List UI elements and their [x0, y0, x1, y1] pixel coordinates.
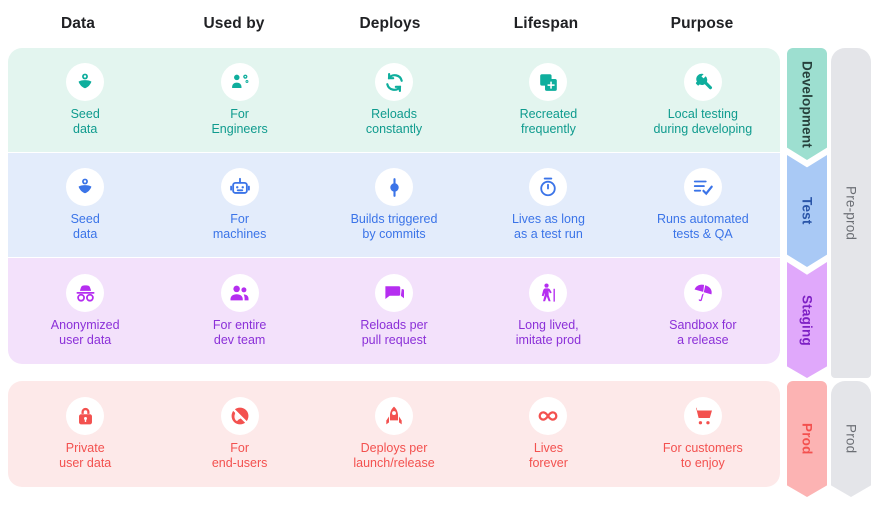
- engineer-gears-icon: [220, 63, 259, 101]
- stage-arrow-label: Test: [799, 197, 815, 225]
- robot-icon: [220, 168, 259, 206]
- add-copy-icon: [529, 63, 568, 101]
- cell-development-data: Seed data: [8, 63, 162, 137]
- cell-label: Reloads per pull request: [360, 318, 428, 347]
- seed-flower-icon: [66, 63, 105, 101]
- cell-label: Lives forever: [528, 441, 568, 470]
- cell-label: Seed data: [70, 107, 100, 136]
- group-arrow-prod: Prod: [831, 381, 871, 497]
- column-header-data: Data: [61, 15, 95, 32]
- cell-label: Long lived, imitate prod: [515, 318, 582, 347]
- stage-arrow-development: Development: [787, 48, 827, 160]
- cell-label: For machines: [212, 212, 267, 241]
- cell-test-deploys: Builds triggered by commits: [317, 168, 471, 242]
- elderly-person-icon: [529, 274, 568, 312]
- cell-test-purpose: Runs automated tests & QA: [626, 168, 780, 242]
- cell-staging-data: Anonymized user data: [8, 274, 162, 348]
- cell-development-deploys: Reloads constantly: [317, 63, 471, 137]
- cell-label: Reloads constantly: [365, 107, 423, 136]
- cell-development-used-by: For Engineers: [162, 63, 316, 137]
- cell-label: Local testing during developing: [653, 107, 753, 136]
- lock-icon: [66, 397, 105, 435]
- cell-label: Private user data: [59, 441, 112, 470]
- commit-node-icon: [375, 168, 414, 206]
- column-header-lifespan: Lifespan: [513, 15, 579, 32]
- environment-row-staging: Anonymized user data For entire dev team: [8, 258, 780, 364]
- chat-bubbles-icon: [375, 274, 414, 312]
- cell-label: Builds triggered by commits: [350, 212, 438, 241]
- cell-prod-data: Private user data: [8, 397, 162, 471]
- cell-prod-used-by: For end-users: [162, 397, 316, 471]
- cell-development-purpose: Local testing during developing: [626, 63, 780, 137]
- wrench-icon: [683, 63, 722, 101]
- stage-arrow-label: Prod: [799, 423, 815, 455]
- refresh-loop-icon: [375, 63, 414, 101]
- column-header-deploys: Deploys: [359, 15, 421, 32]
- cell-label: Sandbox for a release: [669, 318, 737, 347]
- environment-row-prod: Private user data For end-users: [8, 381, 780, 487]
- cell-staging-lifespan: Long lived, imitate prod: [471, 274, 625, 348]
- cell-test-lifespan: Lives as long as a test run: [471, 168, 625, 242]
- column-header-row: Data Used by Deploys Lifespan Purpose: [0, 0, 780, 48]
- column-header-used-by: Used by: [203, 15, 265, 32]
- cell-label: Deploys per launch/release: [353, 441, 435, 470]
- cell-label: Seed data: [70, 212, 100, 241]
- cell-label: For end-users: [211, 441, 268, 470]
- checklist-icon: [683, 168, 722, 206]
- cell-test-data: Seed data: [8, 168, 162, 242]
- stage-arrow-label: Development: [799, 60, 815, 148]
- cell-development-lifespan: Recreated frequently: [471, 63, 625, 137]
- cell-label: Runs automated tests & QA: [656, 212, 749, 241]
- stage-arrow-label: Staging: [799, 294, 815, 346]
- people-group-icon: [220, 274, 259, 312]
- stopwatch-icon: [529, 168, 568, 206]
- cell-staging-used-by: For entire dev team: [162, 274, 316, 348]
- environment-row-development: Seed data For Engineers Reloads constant…: [8, 48, 780, 152]
- incognito-icon: [66, 274, 105, 312]
- cell-staging-purpose: Sandbox for a release: [626, 274, 780, 348]
- column-header-purpose: Purpose: [670, 15, 734, 32]
- cell-prod-purpose: For customers to enjoy: [626, 397, 780, 471]
- cell-prod-deploys: Deploys per launch/release: [317, 397, 471, 471]
- group-arrow-label: Pre-prod: [843, 185, 859, 241]
- seed-flower-icon: [66, 168, 105, 206]
- cell-label: Anonymized user data: [50, 318, 120, 347]
- group-arrow-label: Prod: [843, 424, 859, 454]
- cell-test-used-by: For machines: [162, 168, 316, 242]
- stage-arrow-staging: Staging: [787, 262, 827, 378]
- cell-staging-deploys: Reloads per pull request: [317, 274, 471, 348]
- cell-prod-lifespan: Lives forever: [471, 397, 625, 471]
- cell-label: Recreated frequently: [519, 107, 578, 136]
- cell-label: For entire dev team: [212, 318, 267, 347]
- group-arrow-pre-prod: Pre-prod: [831, 48, 871, 378]
- shopping-cart-icon: [683, 397, 722, 435]
- umbrella-icon: [683, 274, 722, 312]
- environment-row-test: Seed data For machines: [8, 153, 780, 257]
- stage-arrow-prod: Prod: [787, 381, 827, 497]
- stage-arrow-test: Test: [787, 155, 827, 267]
- globe-blocked-icon: [220, 397, 259, 435]
- cell-label: For Engineers: [211, 107, 268, 136]
- cell-label: Lives as long as a test run: [511, 212, 585, 241]
- infinity-icon: [529, 397, 568, 435]
- rocket-icon: [375, 397, 414, 435]
- cell-label: For customers to enjoy: [662, 441, 743, 470]
